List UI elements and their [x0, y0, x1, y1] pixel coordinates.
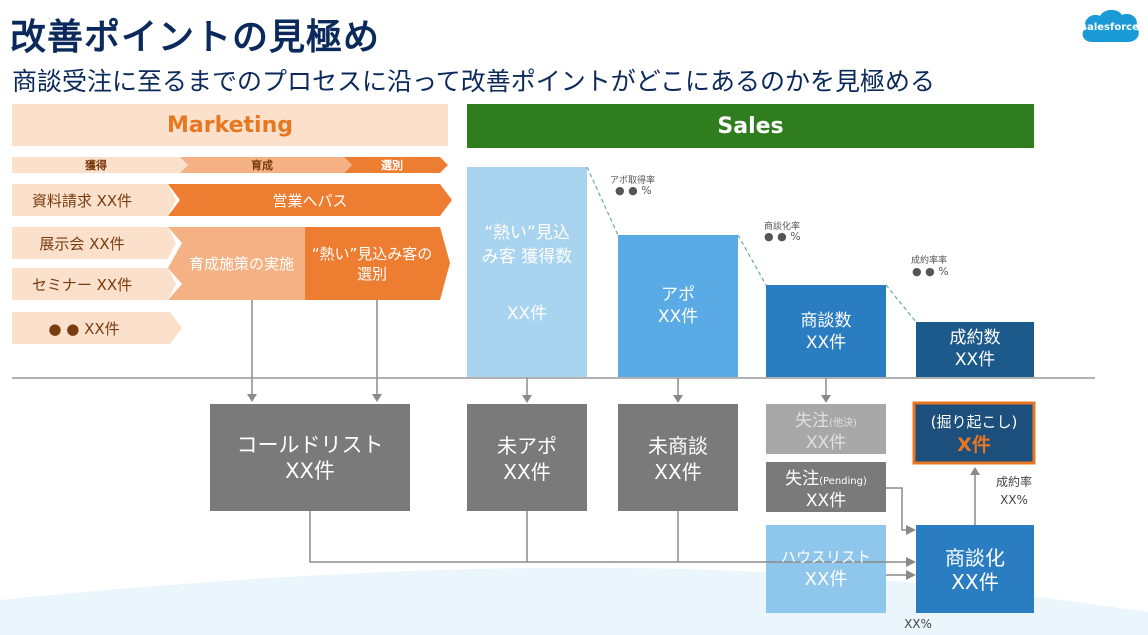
no-deal-box	[618, 404, 738, 511]
lost-pending-count: XX件	[805, 490, 847, 511]
lost-pending-title: 失注	[785, 469, 820, 489]
rate-deal-value: ● ● %	[764, 230, 801, 243]
house-list-box	[766, 525, 886, 613]
select-label: “熱い”見込み客の選別	[311, 244, 433, 283]
funnel-close-title: 成約数	[949, 328, 1001, 348]
page-title: 改善ポイントの見極め	[10, 17, 381, 58]
source-arrow-2	[12, 227, 176, 259]
lost-other-box	[766, 404, 886, 454]
source-arrow-4	[12, 312, 182, 344]
rate-close-label: 成約率率	[911, 256, 948, 266]
pass-arrow	[168, 184, 452, 216]
no-deal-title: 未商談	[648, 433, 708, 458]
rate-appt-value: ● ● %	[615, 184, 652, 197]
cold-list-box	[210, 404, 410, 511]
dig-up-count: X件	[957, 433, 991, 456]
funnel-close-count: XX件	[954, 350, 996, 370]
page-subtitle: 商談受注に至るまでのプロセスに沿って改善ポイントがどこにあるのかを見極める	[12, 67, 936, 96]
lost-other-label: 失注(他決)	[766, 406, 886, 431]
phase-nurture: 育成	[251, 159, 273, 172]
logo-text: salesforce	[1081, 22, 1139, 33]
no-appt-title: 未アポ	[497, 433, 557, 458]
pass-to-sales-label: 営業へパス	[272, 191, 348, 210]
lost-pending-label: 失注(Pending)	[766, 464, 886, 489]
funnel-bar-deal	[766, 285, 886, 377]
source-document-request: 資料請求 XX件	[31, 191, 133, 210]
dig-up-box	[912, 401, 1036, 465]
marketing-heading: Marketing	[12, 104, 448, 146]
lost-other-title: 失注	[795, 411, 830, 431]
source-arrow-3	[12, 268, 176, 300]
funnel-bar-leads	[467, 167, 587, 377]
dig-up-title: (掘り起こし)	[930, 412, 1018, 431]
funnel-deal-count: XX件	[805, 333, 847, 353]
nurture-label: 育成施策の実施	[188, 255, 294, 273]
lost-other-sub: (他決)	[829, 418, 857, 429]
bottom-rate-value: XX%	[904, 617, 932, 631]
cold-list-title: コールドリスト	[236, 433, 384, 457]
phase-select-shape	[344, 157, 448, 173]
re-deal-box	[916, 525, 1034, 613]
close-rate-value: XX%	[1000, 493, 1028, 507]
no-deal-count: XX件	[654, 459, 702, 484]
funnel-leads-title: “熱い”見込み客 獲得数	[481, 223, 573, 267]
rate-close-value: ● ● %	[912, 265, 949, 278]
lost-other-count: XX件	[805, 432, 847, 453]
close-rate-label: 成約率	[995, 475, 1032, 489]
phase-acquire: 獲得	[85, 159, 107, 172]
rate-appt-label: アポ取得率	[610, 176, 656, 186]
funnel-bar-appt	[618, 235, 738, 377]
sales-heading: Sales	[467, 104, 1034, 148]
funnel-appt-count: XX件	[657, 307, 699, 327]
funnel-deal-title: 商談数	[800, 311, 852, 331]
funnel-appt-title: アポ	[661, 285, 695, 305]
no-appt-box	[467, 404, 587, 511]
house-list-count: XX件	[804, 569, 848, 590]
re-deal-count: XX件	[951, 569, 999, 594]
lost-pending-sub: (Pending)	[819, 476, 867, 487]
funnel-leads-count: XX件	[506, 304, 548, 324]
phase-select: 選別	[381, 159, 403, 172]
lost-pending-box	[766, 462, 886, 512]
funnel-bar-close	[916, 322, 1034, 377]
source-arrow-1	[12, 184, 176, 216]
phase-nurture-shape	[180, 157, 352, 173]
phase-acquire-shape	[12, 157, 188, 173]
select-shape	[305, 227, 450, 300]
rate-deal-label: 商談化率	[764, 222, 801, 232]
source-other: ● ● XX件	[48, 319, 120, 338]
no-appt-count: XX件	[503, 459, 551, 484]
nurture-shape	[168, 227, 305, 300]
source-seminar: セミナー XX件	[31, 275, 133, 294]
cold-list-count: XX件	[285, 459, 335, 483]
house-list-title: ハウスリスト	[780, 547, 871, 566]
re-deal-title: 商談化	[945, 545, 1005, 570]
salesforce-logo	[1082, 9, 1139, 43]
source-exhibition: 展示会 XX件	[39, 234, 125, 253]
